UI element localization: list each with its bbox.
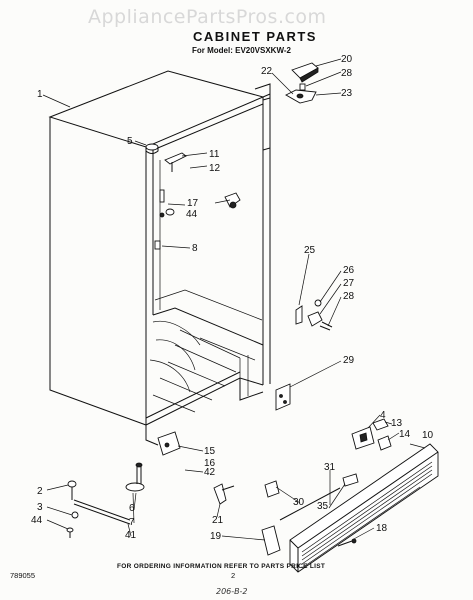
callout-4: 4	[380, 410, 386, 421]
callout-3: 3	[37, 502, 43, 513]
parts-illustrations	[66, 62, 439, 573]
callout-26: 26	[343, 265, 355, 276]
callout-31: 31	[324, 462, 336, 473]
callout-27: 27	[343, 278, 355, 289]
callout-30: 30	[293, 497, 305, 508]
handwritten-note: 206-B-2	[216, 587, 247, 596]
callout-10: 10	[422, 430, 434, 441]
callout-29: 29	[343, 355, 355, 366]
callout-18: 18	[376, 523, 388, 534]
doc-number: 789055	[10, 571, 35, 580]
callout-14: 14	[399, 429, 411, 440]
watermark: AppliancePartsPros.com	[88, 6, 327, 28]
leader-lines	[42, 58, 426, 541]
cabinet-drawing	[48, 70, 271, 446]
callout-23: 23	[341, 88, 353, 99]
callout-11: 11	[209, 149, 220, 160]
callout-2: 2	[37, 486, 43, 497]
page-number: 2	[231, 571, 235, 580]
callout-19: 19	[210, 531, 222, 542]
callout-1: 1	[37, 89, 43, 100]
callout-44-top: 44	[186, 209, 198, 220]
callout-22: 22	[261, 66, 273, 77]
callout-42: 42	[204, 467, 216, 478]
callout-8: 8	[192, 243, 198, 254]
callout-7: 7	[129, 517, 135, 528]
callout-13: 13	[391, 418, 403, 429]
callout-21: 21	[212, 515, 224, 526]
callout-35: 35	[317, 501, 329, 512]
callout-41: 41	[125, 530, 137, 541]
callout-6: 6	[129, 503, 135, 514]
callout-labels: 1 2 3 4 5 6 7 8 10 11 12 13 14 15 16 17 …	[31, 54, 434, 542]
callout-28-mid: 28	[343, 291, 355, 302]
callout-15: 15	[204, 446, 216, 457]
callout-5: 5	[127, 136, 133, 147]
ordering-note: FOR ORDERING INFORMATION REFER TO PARTS …	[117, 563, 325, 570]
callout-12: 12	[209, 163, 221, 174]
callout-25: 25	[304, 245, 316, 256]
callout-44-bottom: 44	[31, 515, 43, 526]
model-subtitle: For Model: EV20VSXKW-2	[192, 46, 292, 55]
callout-28-top: 28	[341, 68, 353, 79]
toe-grille	[289, 443, 439, 573]
callout-17: 17	[187, 198, 199, 209]
page-title: CABINET PARTS	[193, 29, 317, 44]
callout-20: 20	[341, 54, 353, 65]
callout-16: 16	[204, 458, 216, 469]
